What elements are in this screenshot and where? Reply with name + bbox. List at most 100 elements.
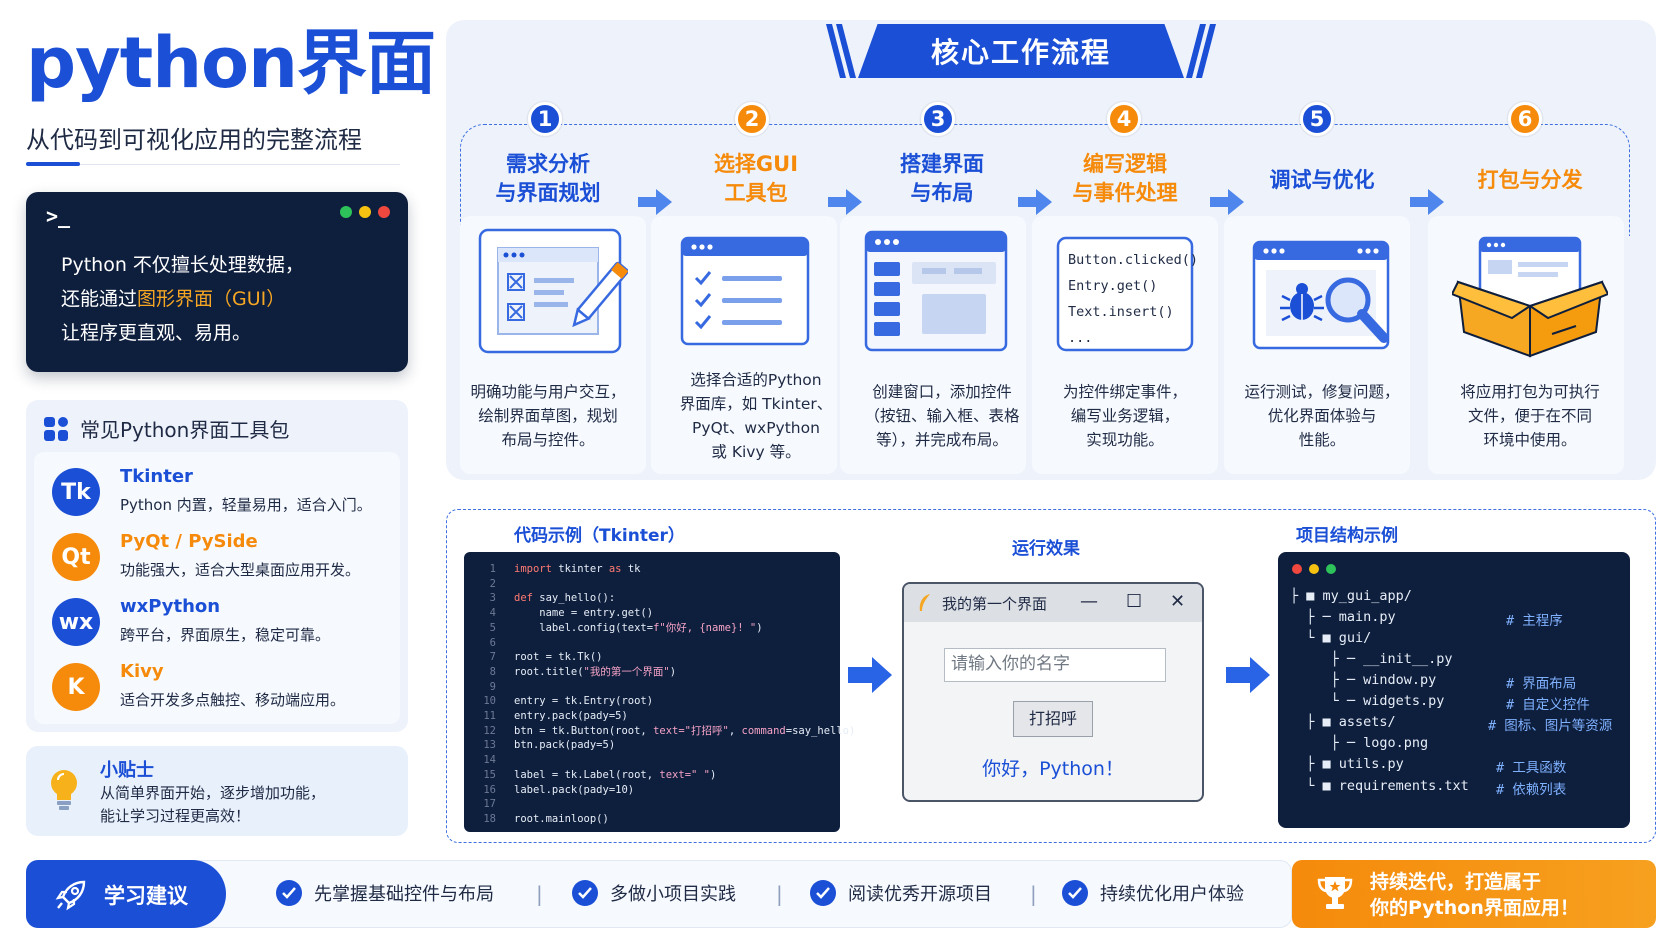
- step-desc-line: 等），并完成布局。: [876, 431, 1008, 449]
- step-title: 搭建界面: [900, 152, 984, 176]
- event-code-line: Entry.get(): [1068, 278, 1158, 294]
- goal-banner: 持续迭代，打造属于 你的Python界面应用！: [1292, 860, 1656, 928]
- line-number: 14: [483, 754, 496, 767]
- tree-comment: # 依赖列表: [1496, 782, 1567, 798]
- learning-advice-label: 学习建议: [104, 884, 188, 908]
- minimize-icon[interactable]: —: [1080, 591, 1098, 612]
- tree-entry: ├ ■ assets/: [1290, 714, 1396, 730]
- step-number-badge: 6: [1508, 102, 1542, 136]
- tree-entry: ├ ─ logo.png: [1290, 735, 1429, 751]
- learning-tip-item: 先掌握基础控件与布局: [276, 880, 494, 906]
- tree-comment: # 自定义控件: [1506, 697, 1590, 713]
- tree-entry: └ ■ gui/: [1290, 630, 1372, 646]
- code-token: entry.pack(pady=5): [514, 710, 628, 722]
- code-token: say_hello():: [532, 592, 616, 605]
- greet-button[interactable]: 打招呼: [1013, 701, 1093, 737]
- step-number-badge: 1: [528, 102, 562, 136]
- step-title: 与事件处理: [1072, 181, 1178, 205]
- learning-tips-bar: [26, 860, 1292, 928]
- code-line: 2: [464, 577, 514, 591]
- code-token: root.mainloop(): [514, 812, 609, 825]
- banner-stripes-left: [826, 24, 856, 78]
- step-desc-line: 布局与控件。: [501, 431, 595, 449]
- learning-tip-text: 多做小项目实践: [610, 884, 736, 905]
- toolkit-desc: 适合开发多点触控、移动端应用。: [120, 691, 346, 709]
- page-subtitle: 从代码到可视化应用的完整流程: [26, 126, 362, 154]
- code-token: label.pack(pady=10): [514, 783, 635, 796]
- step-desc-line: 运行测试，修复问题，: [1244, 383, 1400, 401]
- step-desc-line: 选择合适的Python: [690, 371, 822, 389]
- event-code-card: [1056, 236, 1194, 356]
- check-circle-icon: [810, 880, 836, 906]
- toolkit-name: wxPython: [120, 596, 221, 617]
- code-token: label.config(text=: [514, 621, 654, 634]
- maximize-icon[interactable]: ☐: [1126, 591, 1143, 612]
- code-example-label: 代码示例（Tkinter）: [514, 526, 685, 546]
- tree-entry: └ ■ requirements.txt: [1290, 778, 1469, 794]
- event-code-line: ...: [1068, 330, 1093, 346]
- code-line: 4 name = entry.get(): [464, 606, 653, 620]
- step-arrow-icon: [1210, 189, 1244, 215]
- workflow-connector: [460, 124, 1630, 236]
- checklist-window-icon: [680, 236, 810, 352]
- window-dots-icon: [340, 206, 390, 218]
- debug-magnifier-icon: [1252, 240, 1396, 356]
- layout-window-icon: [864, 230, 1008, 356]
- step-number-badge: 3: [921, 102, 955, 136]
- goal-text: 持续迭代，打造属于 你的Python界面应用！: [1370, 871, 1579, 919]
- learning-tip-item: 持续优化用户体验: [1062, 880, 1244, 906]
- line-number: 15: [483, 768, 496, 781]
- line-number: 7: [489, 651, 496, 664]
- tree-comment: # 图标、图片等资源: [1488, 718, 1613, 734]
- step-desc-line: 文件，便于在不同: [1467, 407, 1592, 425]
- line-number: 4: [489, 607, 496, 620]
- code-token: btn = tk.Button(root,: [514, 724, 654, 737]
- window-dots-icon: [1292, 564, 1336, 574]
- project-structure-label: 项目结构示例: [1296, 526, 1398, 546]
- tree-comment: # 主程序: [1506, 613, 1563, 629]
- line-number: 12: [483, 724, 496, 737]
- step-number-badge: 2: [735, 102, 769, 136]
- toolkit-desc: 功能强大，适合大型桌面应用开发。: [120, 561, 361, 579]
- line-number: 1: [489, 563, 496, 575]
- code-token: def: [514, 592, 533, 605]
- step-desc-line: 编写业务逻辑，: [1070, 407, 1180, 425]
- line-number: 3: [489, 592, 496, 605]
- feather-icon: [919, 594, 930, 611]
- step-title: 打包与分发: [1477, 168, 1583, 192]
- tree-entry: ├ ■ utils.py: [1290, 756, 1404, 772]
- line-number: 9: [489, 680, 496, 693]
- code-line: 14: [464, 753, 514, 767]
- project-tree: ├ ■ my_gui_app/ ├ ─ main.py# 主程序 └ ■ gui…: [1278, 552, 1630, 828]
- code-token: ,: [728, 724, 742, 737]
- step-desc-line: 将应用打包为可执行: [1460, 383, 1600, 401]
- code-token: text="打招呼": [653, 724, 729, 737]
- code-token: root.title(: [514, 665, 584, 678]
- code-token: tk: [621, 563, 641, 575]
- arrow-right-icon: [848, 657, 892, 693]
- name-input[interactable]: 请输入你的名字: [944, 648, 1166, 682]
- tip-card: 小贴士 从简单界面开始，逐步增加功能， 能让学习过程更高效！: [26, 746, 408, 836]
- step-desc-line: PyQt、wxPython: [692, 419, 820, 437]
- title-underline: [26, 162, 80, 166]
- event-code-line: Text.insert(): [1068, 304, 1174, 320]
- separator: |: [776, 882, 783, 906]
- step-title: 选择GUI: [713, 152, 799, 176]
- toolkit-badge-icon: K: [52, 663, 100, 711]
- window-title: 我的第一个界面: [942, 595, 1048, 613]
- tip-text: 从简单界面开始，逐步增加功能， 能让学习过程更高效！: [100, 784, 326, 825]
- check-circle-icon: [572, 880, 598, 906]
- check-circle-icon: [276, 880, 302, 906]
- close-icon[interactable]: ✕: [1170, 591, 1186, 612]
- toolkit-desc: Python 内置，轻量易用，适合入门。: [120, 496, 372, 514]
- tree-comment: # 工具函数: [1496, 760, 1567, 776]
